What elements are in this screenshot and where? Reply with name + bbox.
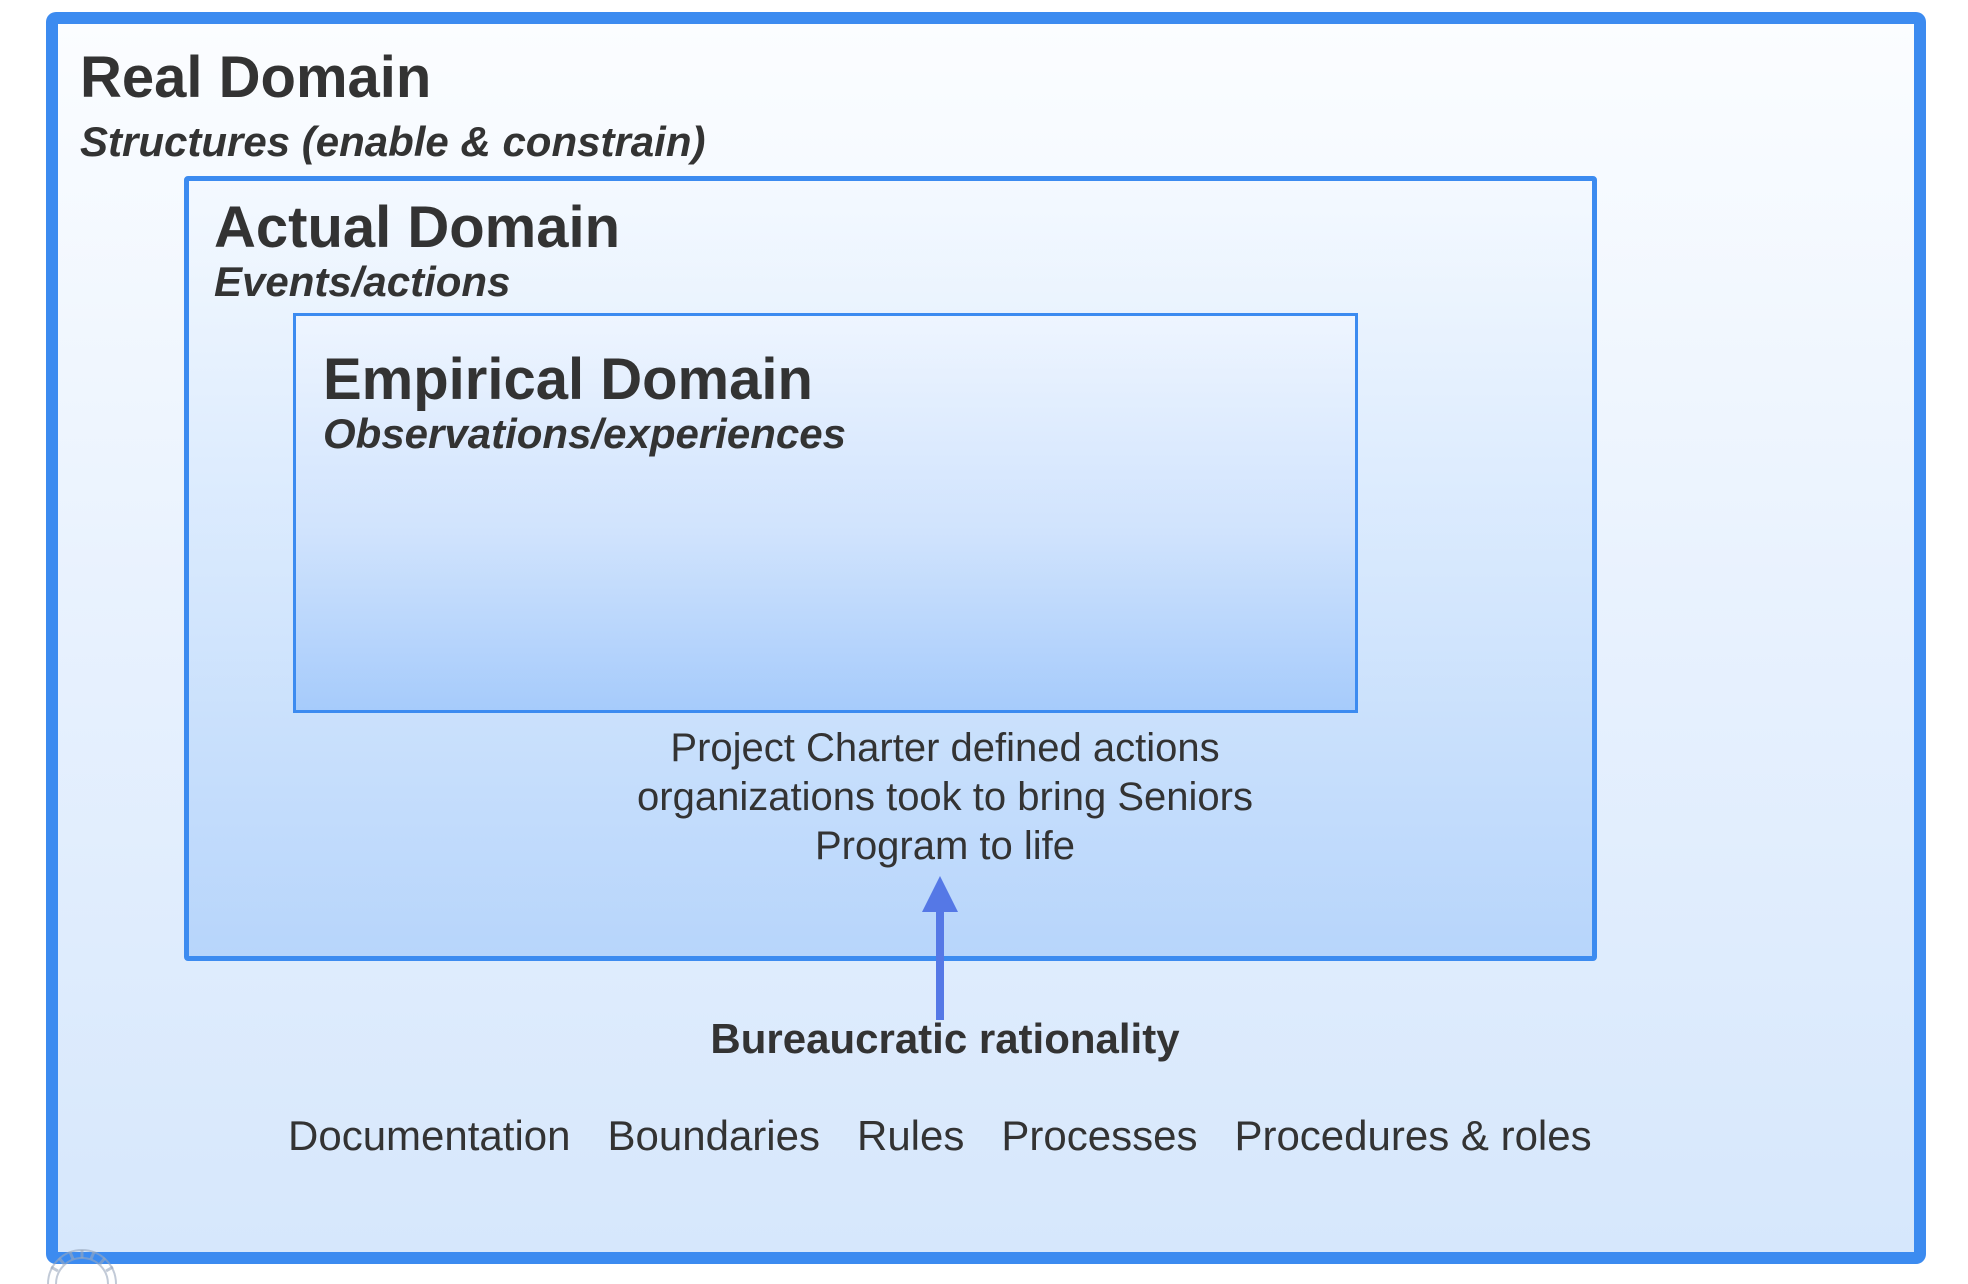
arrow-head bbox=[922, 876, 958, 912]
structure-item: Documentation bbox=[288, 1112, 571, 1159]
actions-note-line: Program to life bbox=[814, 824, 1076, 868]
actual-domain-subtitle: Events/actions bbox=[214, 258, 511, 305]
up-arrow-connector bbox=[922, 876, 958, 1020]
structure-item: Boundaries bbox=[607, 1112, 820, 1159]
structures-list: Documentation Boundaries Rules Processes… bbox=[288, 1112, 1592, 1160]
actions-note: Project Charter defined actions organiza… bbox=[590, 724, 1300, 871]
empirical-domain-box bbox=[293, 313, 1358, 713]
real-domain-subtitle: Structures (enable & constrain) bbox=[80, 118, 706, 165]
empirical-domain-title: Empirical Domain bbox=[323, 347, 813, 412]
empirical-domain-subtitle: Observations/experiences bbox=[323, 410, 846, 457]
real-domain-title: Real Domain bbox=[80, 45, 432, 110]
actual-domain-title: Actual Domain bbox=[214, 195, 621, 260]
actions-note-line: organizations took to bring Seniors bbox=[637, 775, 1253, 819]
lucidchart-logo-icon bbox=[47, 1249, 117, 1284]
structure-item: Procedures & roles bbox=[1234, 1112, 1592, 1159]
structure-item: Rules bbox=[856, 1112, 965, 1159]
mechanism-label: Bureaucratic rationality bbox=[710, 1015, 1180, 1062]
actions-note-line: Project Charter defined actions bbox=[670, 726, 1220, 770]
structure-item: Processes bbox=[1001, 1112, 1198, 1159]
